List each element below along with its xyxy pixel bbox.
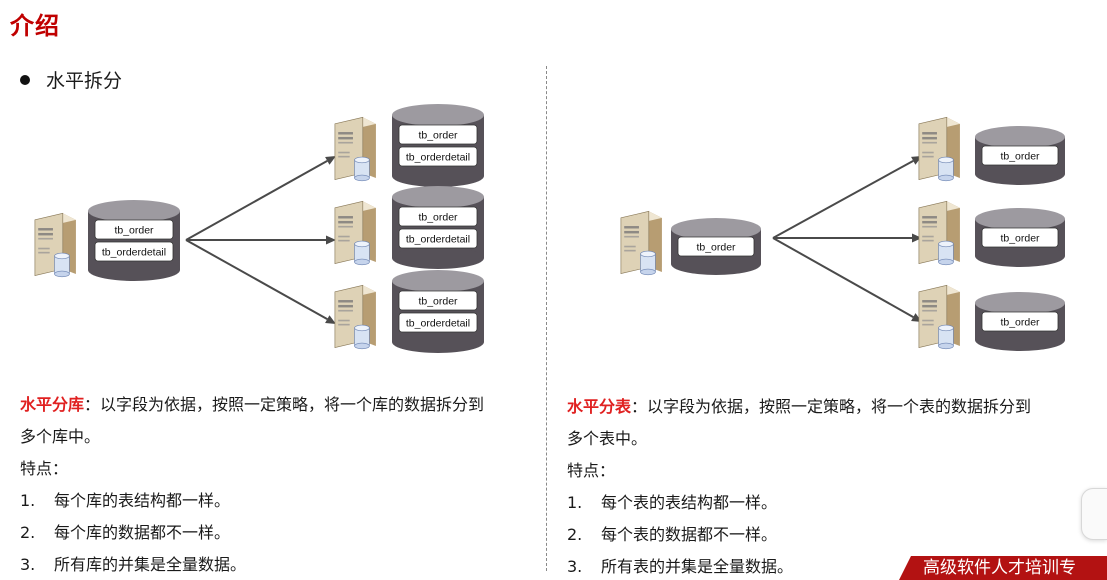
arrow [185, 239, 336, 324]
list-text: 每个表的数据都不一样。 [601, 525, 778, 544]
server-icon [334, 284, 376, 350]
right-highlight-term: 水平分表 [567, 397, 632, 416]
arrow [772, 156, 922, 239]
diagram-canvas: tb_order tb_orderdetail tb_order tb_orderde… [34, 104, 484, 353]
column-divider [546, 66, 547, 571]
table-box [677, 236, 755, 257]
list-number: 2. [20, 523, 36, 542]
table-label: tb_orderdetail [406, 152, 470, 164]
right-description: 水平分表：以字段为依据，按照一定策略，将一个表的数据拆分到多个表中。 特点： 1… [567, 391, 1047, 580]
section-heading: 水平拆分 [20, 66, 122, 93]
table-label: tb_order [418, 130, 458, 142]
table-label: tb_orderdetail [406, 318, 470, 330]
table-label: tb_order [114, 225, 154, 237]
right-definition: 水平分表：以字段为依据，按照一定策略，将一个表的数据拆分到多个表中。 [567, 391, 1047, 455]
bullet-dot [20, 74, 30, 85]
list-text: 每个库的表结构都一样。 [54, 491, 231, 510]
left-features-label: 特点： [20, 459, 69, 478]
table-box [981, 311, 1059, 332]
table-label: tb_order [418, 296, 458, 308]
arrow [185, 156, 336, 241]
table-label: tb_orderdetail [102, 247, 166, 259]
table-label: tb_order [418, 212, 458, 224]
table-box [398, 206, 478, 227]
left-highlight-term: 水平分库 [20, 395, 85, 414]
server-icon [334, 116, 376, 182]
list-item: 3. 所有库的并集是全量数据。 [20, 549, 500, 580]
table-box [981, 145, 1059, 166]
arrow [772, 237, 922, 322]
database-cylinder: tb_order [975, 292, 1065, 351]
list-text: 所有库的并集是全量数据。 [54, 555, 247, 574]
list-item: 1. 每个表的表结构都一样。 [567, 487, 1047, 519]
list-item: 2. 每个表的数据都不一样。 [567, 519, 1047, 551]
table-box [981, 227, 1059, 248]
database-cylinder: tb_order tb_orderdetail [392, 104, 484, 187]
section-heading-text: 水平拆分 [46, 70, 123, 92]
server-icon [334, 200, 376, 266]
list-item: 1. 每个库的表结构都一样。 [20, 485, 500, 517]
list-number: 1. [567, 493, 583, 512]
server-icon [918, 284, 960, 350]
table-label: tb_orderdetail [406, 234, 470, 246]
list-item: 3. 所有表的并集是全量数据。 [567, 551, 1047, 580]
server-icon [918, 200, 960, 266]
database-cylinder: tb_order [975, 126, 1065, 185]
table-box [398, 228, 478, 249]
left-description: 水平分库：以字段为依据，按照一定策略，将一个库的数据拆分到多个库中。 特点： 1… [20, 389, 500, 580]
table-label: tb_order [696, 242, 736, 254]
diagram-canvas: tb_order tb_order tb_order tb_order [620, 116, 1065, 351]
server-icon [34, 212, 76, 278]
arrow [186, 235, 336, 245]
database-cylinder: tb_order [975, 208, 1065, 267]
list-number: 3. [567, 557, 583, 576]
right-definition-text: ：以字段为依据，按照一定策略，将一个表的数据拆分到多个表中。 [567, 397, 1032, 448]
left-definition-text: ：以字段为依据，按照一定策略，将一个库的数据拆分到多个库中。 [20, 395, 485, 446]
list-number: 1. [20, 491, 36, 510]
table-box [398, 312, 478, 333]
table-label: tb_order [1000, 233, 1040, 245]
horizontal-table-split-diagram: tb_order tb_order tb_order tb_order [610, 108, 1090, 368]
table-box [94, 219, 174, 240]
database-cylinder: tb_order tb_orderdetail [392, 186, 484, 269]
list-text: 每个库的数据都不一样。 [54, 523, 231, 542]
database-cylinder: tb_order tb_orderdetail [88, 200, 180, 281]
database-cylinder: tb_order [671, 218, 761, 275]
list-item: 2. 每个库的数据都不一样。 [20, 517, 500, 549]
horizontal-db-split-diagram: tb_order tb_orderdetail tb_order tb_orderde… [20, 98, 520, 368]
table-label: tb_order [1000, 151, 1040, 163]
database-cylinder: tb_order tb_orderdetail [392, 270, 484, 353]
list-number: 3. [20, 555, 36, 574]
list-number: 2. [567, 525, 583, 544]
list-text: 每个表的表结构都一样。 [601, 493, 778, 512]
table-box [94, 241, 174, 262]
right-features-label: 特点： [567, 461, 616, 480]
page-title: 介绍 [10, 12, 60, 40]
table-box [398, 124, 478, 145]
server-icon [620, 210, 662, 276]
footer-banner: 高级软件人才培训专 [899, 556, 1107, 580]
list-text: 所有表的并集是全量数据。 [601, 557, 794, 576]
table-box [398, 146, 478, 167]
table-label: tb_order [1000, 317, 1040, 329]
server-icon [918, 116, 960, 182]
arrow [773, 233, 922, 243]
table-box [398, 290, 478, 311]
floating-side-widget[interactable] [1081, 488, 1107, 540]
left-definition: 水平分库：以字段为依据，按照一定策略，将一个库的数据拆分到多个库中。 [20, 389, 500, 453]
